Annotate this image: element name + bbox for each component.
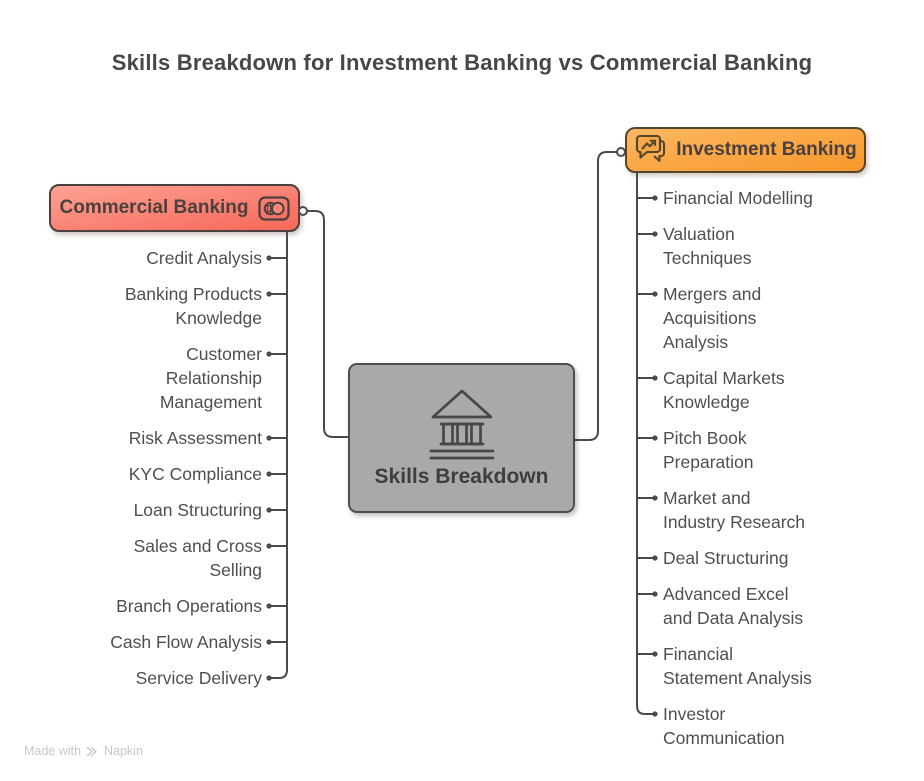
- skill-item-line: Financial: [663, 644, 734, 664]
- tick-dot: [652, 591, 658, 597]
- skill-item-line: Investor: [663, 704, 726, 724]
- skill-item-line: Analysis: [663, 332, 729, 352]
- tick-dot: [266, 603, 272, 609]
- commercial-skill-item: Credit Analysis: [146, 246, 262, 270]
- skill-item-line: Industry Research: [663, 512, 806, 532]
- skills-breakdown-node: Skills Breakdown: [348, 363, 575, 513]
- tick-dot: [652, 435, 658, 441]
- skill-item-line: Loan Structuring: [133, 500, 262, 520]
- skill-item-line: Preparation: [663, 452, 754, 472]
- skill-item-line: Selling: [209, 560, 262, 580]
- commercial-skill-item: Branch Operations: [116, 594, 262, 618]
- tick-dot: [266, 351, 272, 357]
- tick-dot: [652, 495, 658, 501]
- tick-dot: [652, 711, 658, 717]
- commercial-banking-node: Commercial Banking: [49, 184, 300, 232]
- connector-endpoint: [298, 206, 308, 216]
- skill-item-line: Advanced Excel: [663, 584, 789, 604]
- tick-dot: [266, 639, 272, 645]
- tick-dot: [266, 291, 272, 297]
- tick-dot: [266, 471, 272, 477]
- bank-icon: [429, 389, 494, 460]
- skill-item-line: Knowledge: [663, 392, 750, 412]
- commercial-banking-label: Commercial Banking: [59, 197, 249, 218]
- investment-skill-item: Advanced Excel and Data Analysis: [663, 582, 803, 630]
- watermark: Made with Napkin: [24, 744, 143, 758]
- skill-item-line: Capital Markets: [663, 368, 785, 388]
- payment-card-icon: [257, 195, 290, 221]
- investment-skill-item: Deal Structuring: [663, 546, 788, 570]
- skill-item-line: Branch Operations: [116, 596, 262, 616]
- investment-branch-wire: [636, 172, 654, 715]
- commercial-skill-item: Loan Structuring: [134, 498, 262, 522]
- connector-commercial-to-center: [306, 210, 349, 438]
- diagram-title: Skills Breakdown for Investment Banking …: [111, 50, 813, 75]
- skill-item-line: Deal Structuring: [663, 548, 789, 568]
- investment-banking-label: Investment Banking: [676, 139, 857, 160]
- skill-item-line: Pitch Book: [663, 428, 747, 448]
- skill-item-line: Knowledge: [175, 308, 262, 328]
- skills-breakdown-label: Skills Breakdown: [374, 465, 549, 488]
- skill-item-line: KYC Compliance: [128, 464, 262, 484]
- skill-item-line: Statement Analysis: [663, 668, 812, 688]
- tick-dot: [652, 555, 658, 561]
- skill-item-line: Sales and Cross: [133, 536, 262, 556]
- chat-trend-icon: [636, 134, 666, 163]
- commercial-branch-wire: [270, 231, 288, 679]
- skill-item-line: Financial Modelling: [663, 188, 813, 208]
- skill-item-line: Communication: [663, 728, 785, 748]
- napkin-logo-icon: [86, 746, 97, 756]
- skill-item-line: Banking Products: [124, 284, 262, 304]
- tick-dot: [266, 543, 272, 549]
- commercial-skill-item: KYC Compliance: [129, 462, 262, 486]
- tick-dot: [652, 291, 658, 297]
- tick-dot: [266, 435, 272, 441]
- connector-center-to-investment: [574, 151, 618, 441]
- skill-item-line: Management: [159, 392, 262, 412]
- tick-dot: [652, 651, 658, 657]
- skill-item-line: Relationship: [165, 368, 262, 388]
- skill-item-line: Cash Flow Analysis: [110, 632, 262, 652]
- skill-item-line: Risk Assessment: [128, 428, 262, 448]
- skill-item-line: Customer: [186, 344, 262, 364]
- watermark-prefix: Made with: [24, 744, 81, 758]
- tick-dot: [266, 255, 272, 261]
- watermark-brand: Napkin: [103, 744, 143, 758]
- skill-item-line: Service Delivery: [135, 668, 262, 688]
- tick-dot: [652, 231, 658, 237]
- skill-item-line: Mergers and: [663, 284, 762, 304]
- commercial-skill-item: Service Delivery: [136, 666, 262, 690]
- tick-dot: [266, 675, 272, 681]
- skill-item-line: Market and: [663, 488, 751, 508]
- skill-item-line: Techniques: [663, 248, 752, 268]
- investment-skill-item: Financial Modelling: [663, 186, 813, 210]
- skill-item-line: and Data Analysis: [663, 608, 804, 628]
- commercial-skill-item: Cash Flow Analysis: [110, 630, 262, 654]
- tick-dot: [652, 375, 658, 381]
- skill-item-line: Acquisitions: [663, 308, 757, 328]
- investment-banking-node: Investment Banking: [625, 127, 866, 173]
- skill-item-line: Credit Analysis: [146, 248, 262, 268]
- tick-dot: [652, 195, 658, 201]
- tick-dot: [266, 507, 272, 513]
- connector-endpoint: [616, 147, 626, 157]
- skill-item-line: Valuation: [663, 224, 735, 244]
- commercial-skill-item: Risk Assessment: [129, 426, 262, 450]
